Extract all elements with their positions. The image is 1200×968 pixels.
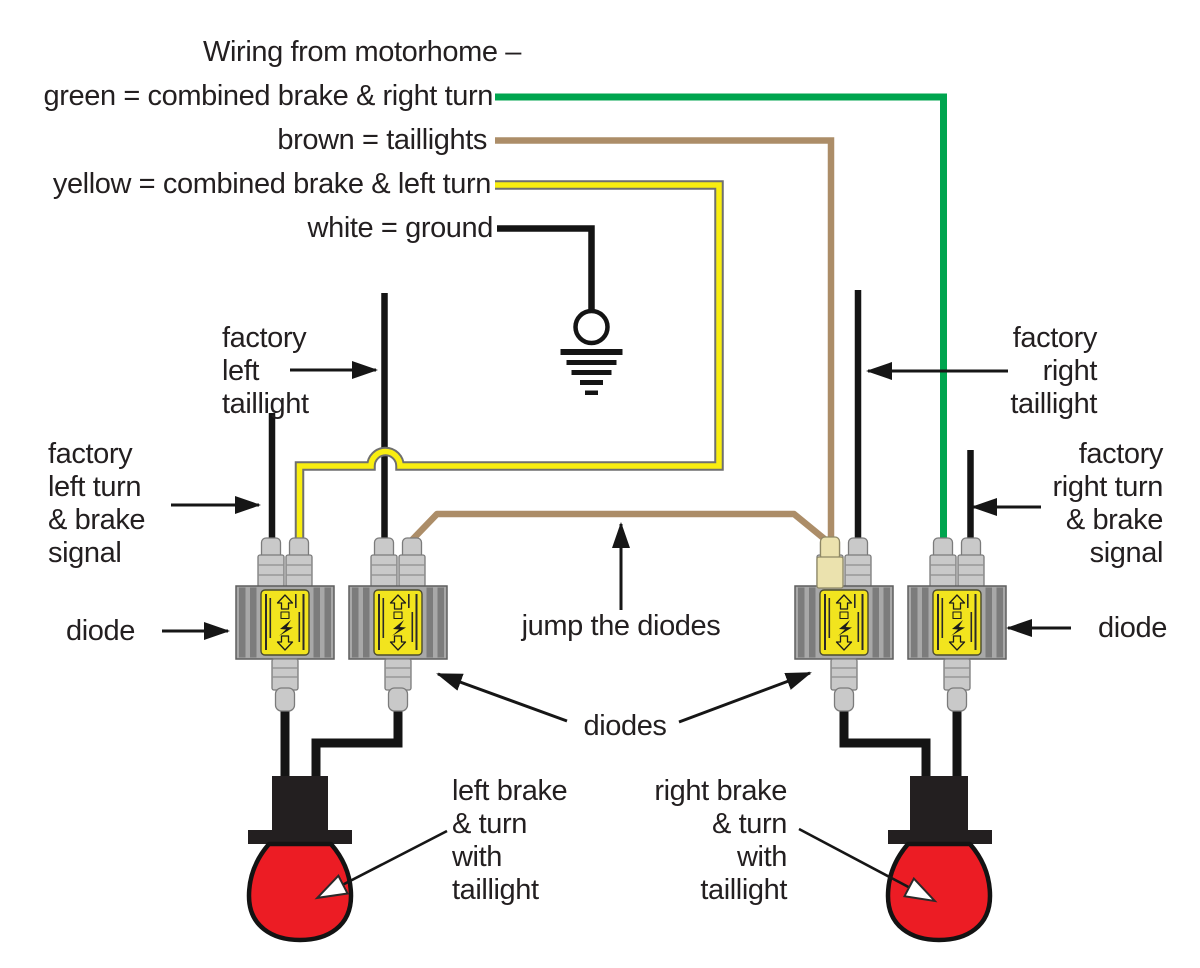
legend-green: green = combined brake & right turn: [43, 80, 494, 112]
diagram-title: Wiring from motorhome –: [203, 36, 521, 68]
diode-2: [348, 537, 448, 712]
diodes-left-arrow: [436, 672, 568, 723]
factory-left-turn-label: factory left turn & brake signal: [48, 438, 146, 569]
diode-left-label: diode: [66, 615, 135, 647]
right-bulb-arrow: [798, 827, 933, 900]
annotation-arrows: [162, 361, 1071, 900]
right-brake-label: right brake & turn with taillight: [654, 775, 787, 906]
right-bulb-socket: [910, 776, 968, 831]
ground-symbol-icon: [560, 308, 623, 395]
bulb-wires: [280, 700, 962, 781]
bulb-sockets: [248, 776, 992, 844]
right-bulb: [885, 841, 993, 943]
left-brake-label: left brake & turn with taillight: [452, 775, 568, 906]
legend-yellow: yellow = combined brake & left turn: [52, 168, 492, 200]
diode-3: [794, 537, 894, 712]
brown-wire: [495, 137, 835, 546]
factory-right-turn-label: factory right turn & brake signal: [1052, 438, 1164, 569]
left-bulb-wire-2: [311, 700, 403, 781]
diodes-right-arrow: [678, 671, 812, 724]
right-bulb-flange: [888, 830, 992, 844]
diode-4: [907, 537, 1007, 712]
factory-wires: [268, 290, 974, 546]
factory-left-taillight-label: factory left taillight: [222, 322, 309, 420]
left-bulb: [246, 841, 354, 943]
green-wire: [495, 93, 947, 546]
diode-right-label: diode: [1098, 612, 1167, 644]
left-bulb-socket: [272, 776, 328, 831]
diode-1: [235, 537, 335, 712]
legend-white: white = ground: [307, 212, 494, 244]
left-bulb-flange: [248, 830, 352, 844]
cream-connector: [816, 536, 844, 589]
ground-wire: [497, 225, 595, 312]
jump-the-diodes-label: jump the diodes: [521, 610, 721, 642]
left-bulb-arrow: [319, 829, 448, 897]
diodes-label: diodes: [583, 710, 667, 742]
factory-right-taillight-label: factory right taillight: [1010, 322, 1097, 420]
legend-brown: brown = taillights: [277, 124, 487, 156]
right-bulb-wire-1: [839, 700, 931, 781]
yellow-wire: [296, 182, 722, 546]
